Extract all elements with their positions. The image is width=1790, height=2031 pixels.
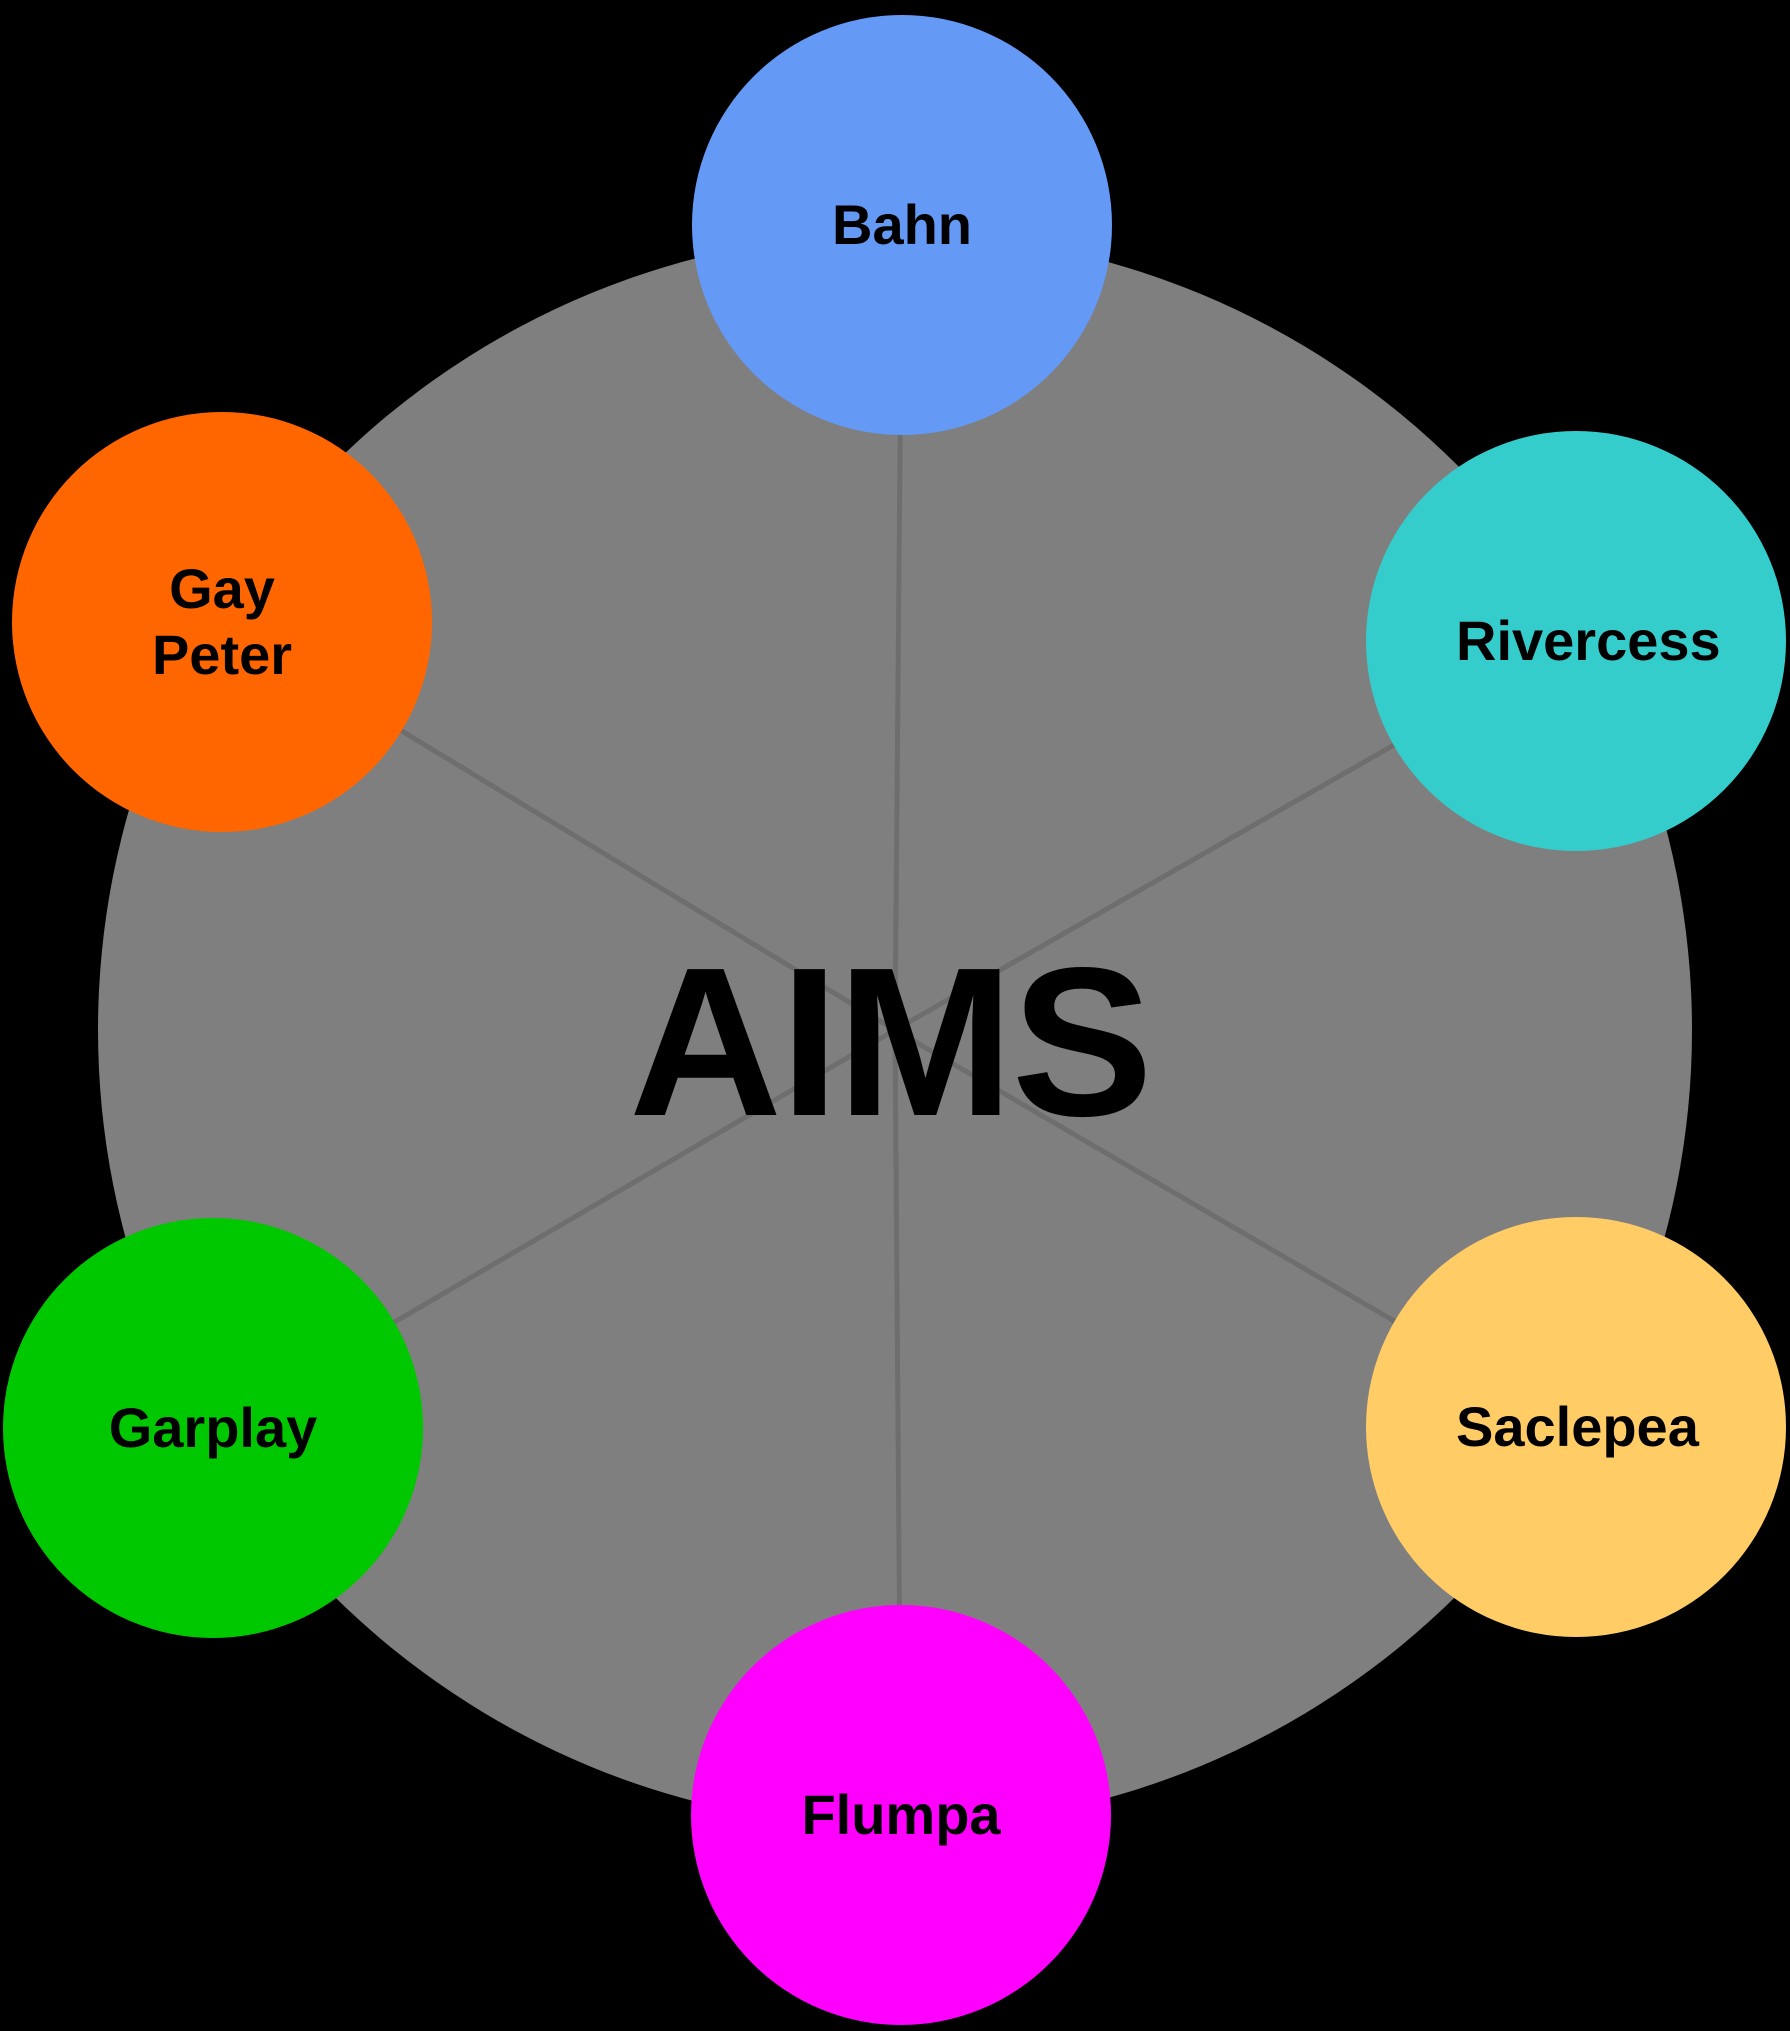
node-label: Garplay xyxy=(108,1395,318,1459)
node-label: Saclepea xyxy=(1456,1394,1699,1458)
node-gay-peter: Gay Peter xyxy=(12,412,432,832)
node-saclepea: Saclepea xyxy=(1366,1217,1786,1637)
node-bahn: Bahn xyxy=(692,15,1112,435)
node-rivercess: Rivercess xyxy=(1366,431,1786,851)
node-label: Gay Peter xyxy=(151,556,293,686)
node-garplay: Garplay xyxy=(3,1218,423,1638)
node-flumpa: Flumpa xyxy=(691,1605,1111,2025)
node-label: Rivercess xyxy=(1456,608,1721,672)
node-label: Bahn xyxy=(832,192,972,256)
node-label: Flumpa xyxy=(801,1782,1001,1846)
hub-label: AIMS xyxy=(629,923,1153,1160)
